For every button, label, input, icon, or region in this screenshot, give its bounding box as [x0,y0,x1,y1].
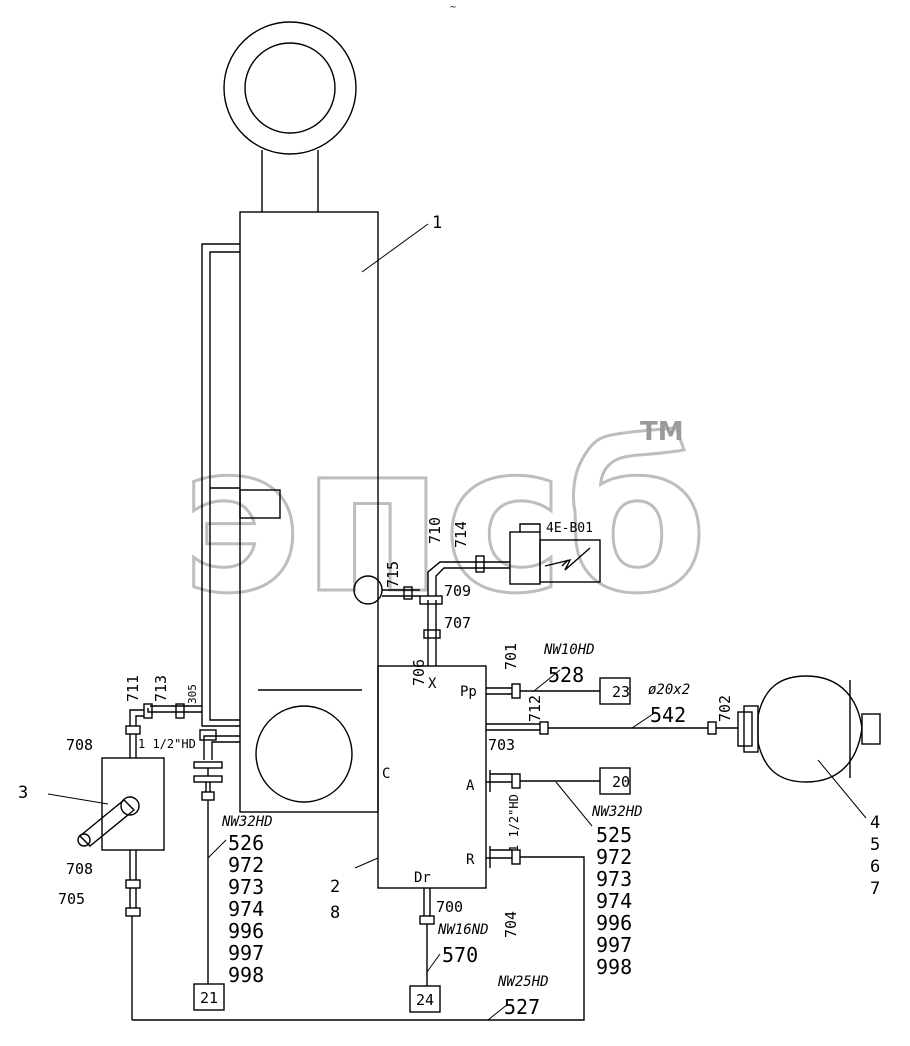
part-542: 542 [650,703,686,727]
box-24: 24 [416,991,434,1009]
fitting-714: 714 [452,521,470,548]
part-right-997: 997 [596,933,632,957]
pressure-switch [509,523,601,585]
fitting-706: 706 [410,659,428,686]
part-left-998: 998 [228,963,264,987]
label-accumulator: 4 [870,813,880,833]
part-left-973: 973 [228,875,264,899]
fitting-713: 713 [152,675,170,702]
label-accumulator-7: 7 [870,879,880,899]
fitting-715: 715 [384,561,402,588]
fitting-710: 710 [426,517,444,544]
accumulator-line [486,711,738,735]
port-dr: Dr [414,870,431,886]
cylinder-eye [223,21,357,212]
label-accumulator-6: 6 [870,857,880,877]
pipe-size: ø20x2 [648,682,690,698]
fitting-305: 305 [186,684,199,704]
hose-hd-half-right: 1 1/2"HD [507,794,521,852]
hose-nw25: NW25HD [497,974,549,990]
part-570: 570 [442,943,478,967]
part-right-974: 974 [596,889,632,913]
hose-nw32-left: NW32HD [221,814,273,830]
fitting-707: 707 [444,614,471,632]
fitting-708-top: 708 [66,736,93,754]
fitting-711: 711 [124,675,142,702]
watermark-tm: TM [640,417,684,447]
label-valve-block-sub: 8 [330,903,340,923]
pilot-line [382,555,510,666]
label-accumulator-5: 5 [870,835,880,855]
left-part-list: 526 972 973 974 996 997 998 [228,831,264,987]
part-527: 527 [504,995,540,1019]
part-left-996: 996 [228,919,264,943]
part-526: 526 [228,831,264,855]
port-r-line [132,846,585,1021]
fitting-701: 701 [502,643,520,670]
external-tube [201,243,240,727]
top-mark: ~ [450,2,456,13]
pp-line [486,669,631,705]
part-left-997: 997 [228,941,264,965]
valve-block: X Pp C A R Dr [377,665,487,889]
hose-nw10: NW10HD [543,642,595,658]
hand-pump [77,757,165,851]
part-right-996: 996 [596,911,632,935]
label-valve-block: 2 [330,877,340,897]
fitting-700: 700 [436,898,463,916]
port-r: R [466,852,475,868]
fitting-708-bottom: 708 [66,860,93,878]
watermark-text: эпсб [180,401,708,639]
label-pressure-switch: 4E-B01 [546,521,593,536]
part-left-972: 972 [228,853,264,877]
part-right-998: 998 [596,955,632,979]
hose-hd-half-left: 1 1/2"HD [138,737,196,751]
part-right-973: 973 [596,867,632,891]
label-cylinder: 1 [432,213,442,233]
part-right-972: 972 [596,845,632,869]
port-c: C [382,766,390,782]
fitting-712: 712 [526,695,544,722]
accumulator [737,675,881,783]
fitting-705: 705 [58,890,85,908]
box-23: 23 [612,683,630,701]
fitting-703: 703 [488,736,515,754]
fitting-704: 704 [502,911,520,938]
port-x: X [428,676,437,692]
watermark: эпсб TM [179,400,710,641]
box-20: 20 [612,773,630,791]
port-pp: Pp [460,684,477,700]
right-part-list: 525 972 973 974 996 997 998 [596,823,632,979]
port-a: A [466,778,475,794]
cylinder-body [239,211,383,813]
box-21: 21 [200,989,218,1007]
port-a-line [486,767,631,827]
c-port-line [193,729,240,1011]
hose-nw16: NW16ND [437,922,489,938]
fitting-709: 709 [444,582,471,600]
label-hand-pump: 3 [18,783,28,803]
part-525: 525 [596,823,632,847]
hose-nw32-right: NW32HD [591,804,643,820]
hand-pump-line [125,703,202,1020]
part-left-974: 974 [228,897,264,921]
fitting-702: 702 [716,695,734,722]
part-528: 528 [548,663,584,687]
drain-line [409,888,441,1013]
